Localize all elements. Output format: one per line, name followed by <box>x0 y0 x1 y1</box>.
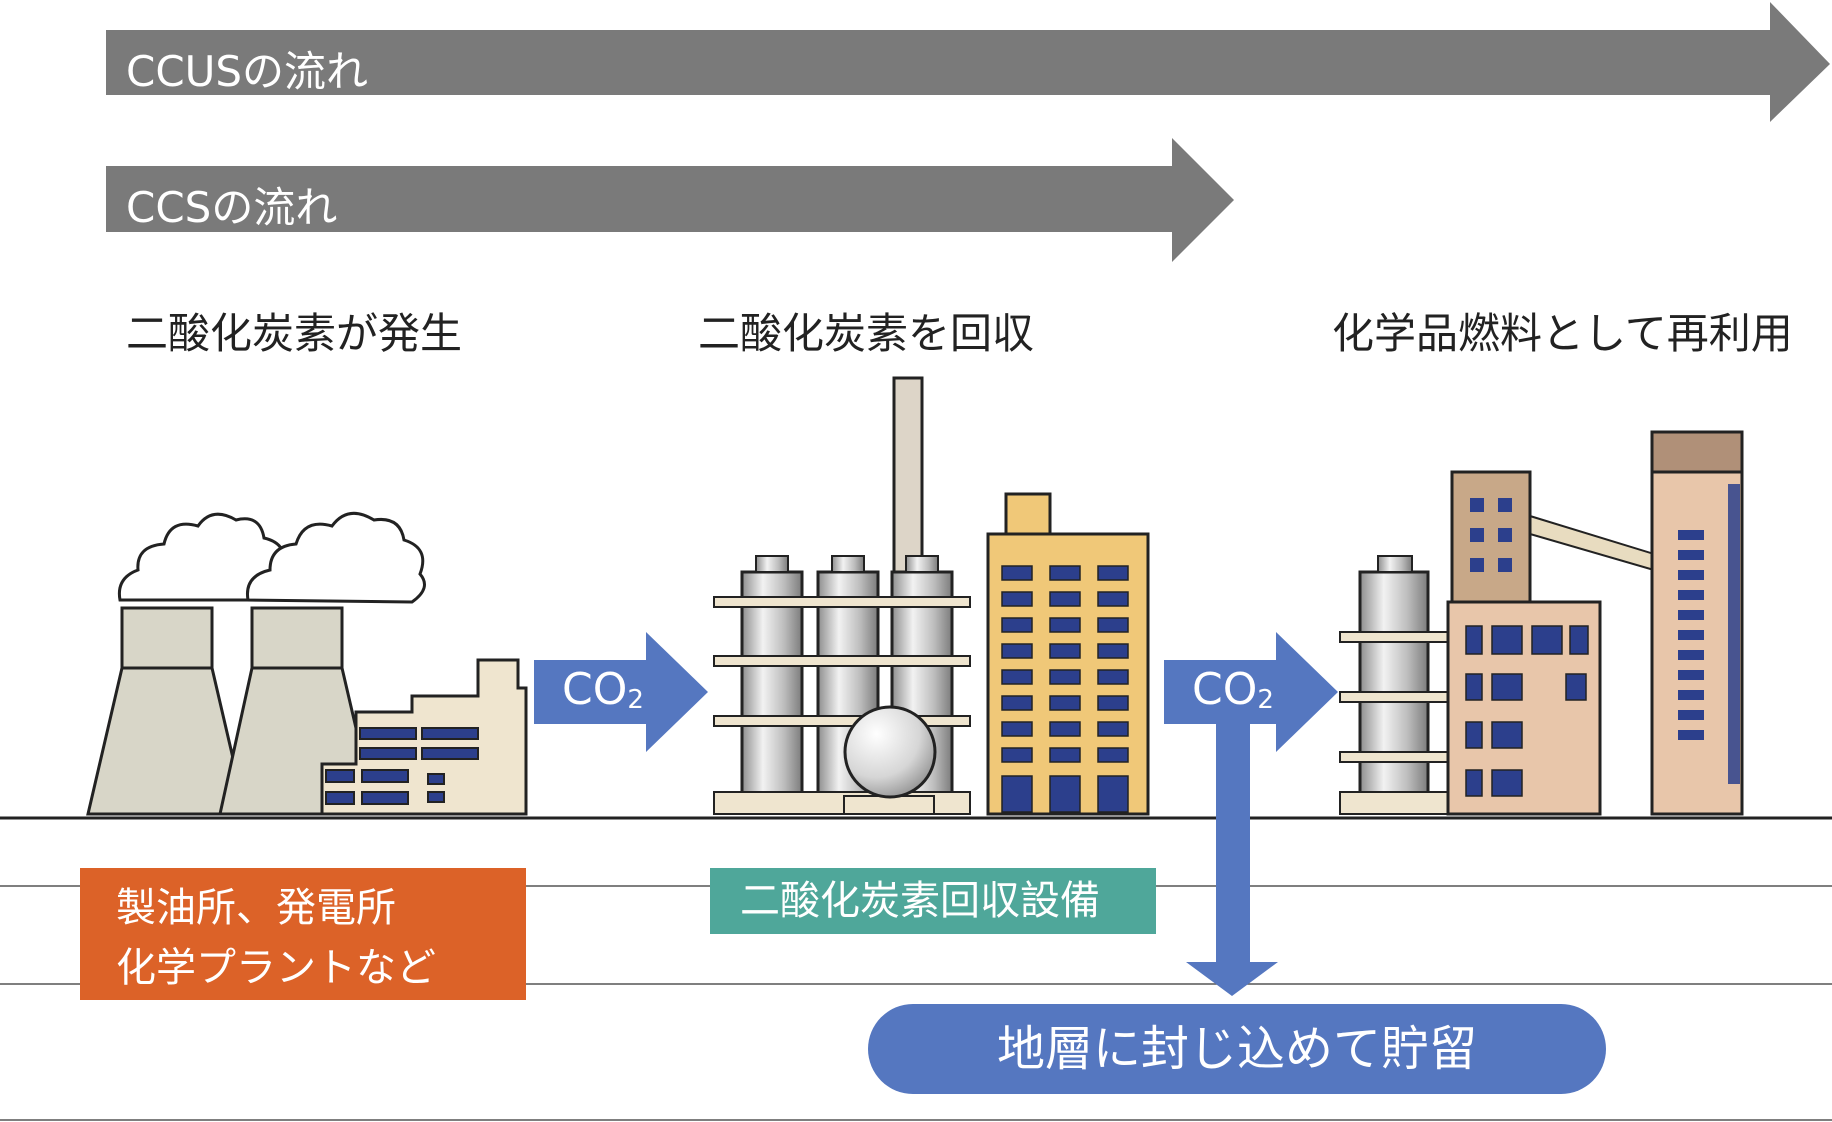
ccs-flow-label: CCSの流れ <box>126 183 338 232</box>
co2-arrow-down-storage <box>1186 724 1278 996</box>
power-plant-illustration <box>86 511 528 816</box>
tall-chimney <box>892 376 924 586</box>
chemical-plant-illustration <box>1339 430 1744 816</box>
co2-label-1: CO2 <box>562 664 644 715</box>
source-box-line2: 化学プラントなど <box>116 945 436 991</box>
co2-arrow-to-capture <box>534 632 708 752</box>
stage-reuse-label: 化学品燃料として再利用 <box>1332 309 1793 358</box>
ccus-flow-label: CCUSの流れ <box>126 47 369 96</box>
stage-emission-label: 二酸化炭素が発生 <box>126 309 463 358</box>
co2-label-2: CO2 <box>1192 664 1274 715</box>
stage-capture-label: 二酸化炭素を回収 <box>698 309 1035 358</box>
storage-box: 地層に封じ込めて貯留 <box>996 1021 1477 1077</box>
reuse-column <box>1358 570 1430 802</box>
source-box: 製油所、発電所 化学プラントなど <box>116 878 436 998</box>
capture-box-bg <box>710 868 1156 934</box>
ccs-flow-arrow <box>106 138 1234 262</box>
ccus-flow-arrow <box>106 2 1830 122</box>
source-box-bg <box>80 868 526 1000</box>
upper-tower <box>1450 470 1532 604</box>
capture-facility-box: 二酸化炭素回収設備 <box>740 878 1100 924</box>
storage-box-bg <box>868 1004 1606 1094</box>
capture-facility-illustration <box>713 376 1150 816</box>
co2-arrow-to-reuse <box>1164 632 1338 752</box>
smoke-cloud-right <box>245 511 426 604</box>
cooling-tower-left <box>86 606 248 816</box>
source-box-line1: 製油所、発電所 <box>116 885 396 931</box>
sphere-tank <box>843 705 937 799</box>
